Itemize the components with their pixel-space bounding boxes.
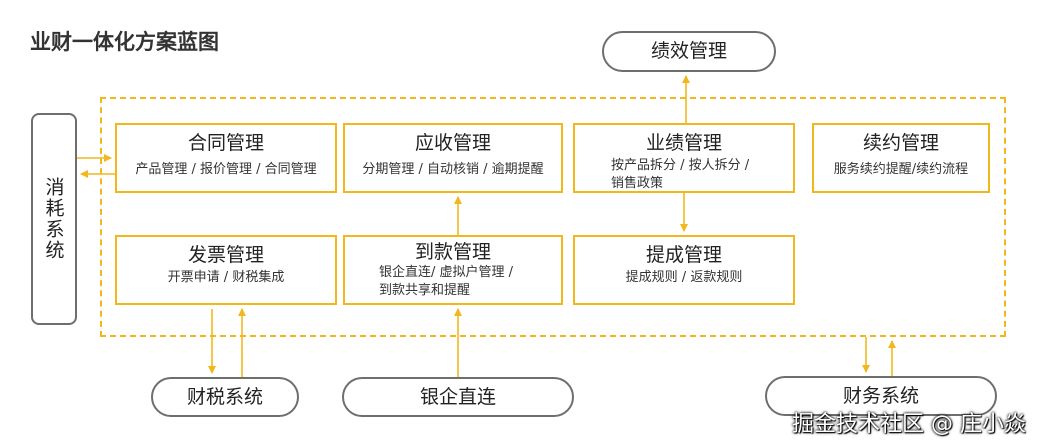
finance-system-pill: 财务系统 xyxy=(765,376,997,416)
payment-management-desc: 银企直连/ 虚拟户管理 / 到款共享和提醒 xyxy=(345,264,561,300)
diagram-title: 业财一体化方案蓝图 xyxy=(30,30,219,54)
commission-management-title: 提成管理 xyxy=(645,244,722,266)
renewal-management-desc: 服务续约提醒/续约流程 xyxy=(833,162,969,177)
receivable-management-title: 应收管理 xyxy=(414,132,491,154)
finance-system-label: 财务系统 xyxy=(842,385,919,407)
invoice-management-desc: 开票申请 / 财税集成 xyxy=(167,270,285,285)
commission-management-desc: 提成规则 / 返款规则 xyxy=(625,270,743,285)
invoice-management-box: 发票管理 开票申请 / 财税集成 xyxy=(115,235,337,305)
consumption-system-box: 消耗系统 xyxy=(31,113,77,325)
contract-management-box: 合同管理 产品管理 / 报价管理 / 合同管理 xyxy=(115,123,337,193)
invoice-management-title: 发票管理 xyxy=(187,244,264,266)
performance-system-pill: 绩效管理 xyxy=(602,31,776,72)
watermark: 掘金技术社区 @ 庄小焱 xyxy=(792,412,1026,437)
contract-management-desc: 产品管理 / 报价管理 / 合同管理 xyxy=(135,162,317,177)
payment-management-box: 到款管理 银企直连/ 虚拟户管理 / 到款共享和提醒 xyxy=(343,235,563,305)
tax-system-label: 财税系统 xyxy=(186,386,263,408)
bank-direct-pill: 银企直连 xyxy=(342,377,574,417)
tax-system-pill: 财税系统 xyxy=(151,377,299,417)
contract-management-title: 合同管理 xyxy=(187,132,264,154)
receivable-management-box: 应收管理 分期管理 / 自动核销 / 逾期提醒 xyxy=(343,123,563,193)
performance-management-title: 业绩管理 xyxy=(645,132,722,154)
performance-desc-line1: 按产品拆分 / 按人拆分 / xyxy=(611,158,750,173)
bank-direct-label: 银企直连 xyxy=(419,386,496,408)
performance-system-label: 绩效管理 xyxy=(650,40,727,62)
payment-desc-line2: 到款共享和提醒 xyxy=(379,283,471,298)
receivable-management-desc: 分期管理 / 自动核销 / 逾期提醒 xyxy=(362,162,544,177)
performance-desc-line2: 销售政策 xyxy=(611,176,664,191)
commission-management-box: 提成管理 提成规则 / 返款规则 xyxy=(573,235,795,305)
consumption-system-label: 消耗系统 xyxy=(42,177,65,261)
performance-management-box: 业绩管理 按产品拆分 / 按人拆分 / 销售政策 xyxy=(573,123,795,193)
renewal-management-title: 续约管理 xyxy=(862,132,939,154)
renewal-management-box: 续约管理 服务续约提醒/续约流程 xyxy=(812,123,990,193)
performance-management-desc: 按产品拆分 / 按人拆分 / 销售政策 xyxy=(575,157,793,193)
system-boundary xyxy=(100,97,1006,337)
payment-desc-line1: 银企直连/ 虚拟户管理 / xyxy=(379,265,514,280)
payment-management-title: 到款管理 xyxy=(414,241,491,263)
